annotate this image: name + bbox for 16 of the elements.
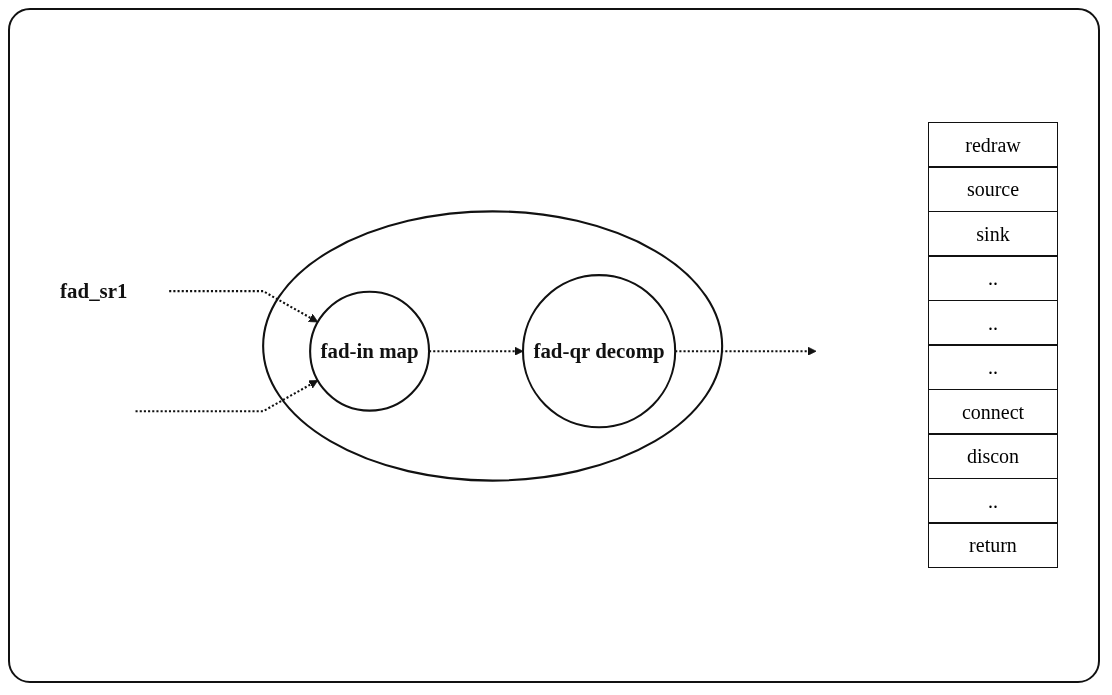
menu-item: .. [928,299,1058,346]
node-circle: fad-qr decomp [521,273,677,428]
menu-item: connect [928,388,1058,435]
menu-item: sink [928,210,1058,257]
menu-item: redraw [928,121,1058,168]
arrow [169,289,319,322]
node-circle: fad-in map [309,290,431,412]
menu-item: .. [928,477,1058,524]
menu-item: .. [928,344,1058,390]
menu-item: source [928,166,1058,212]
arrow [135,379,319,412]
menu-item: discon [928,433,1058,479]
menu-item: .. [928,255,1058,301]
node-text: fad_sr1 [60,279,128,303]
arrow [429,346,524,356]
menu-item: return [928,522,1058,568]
